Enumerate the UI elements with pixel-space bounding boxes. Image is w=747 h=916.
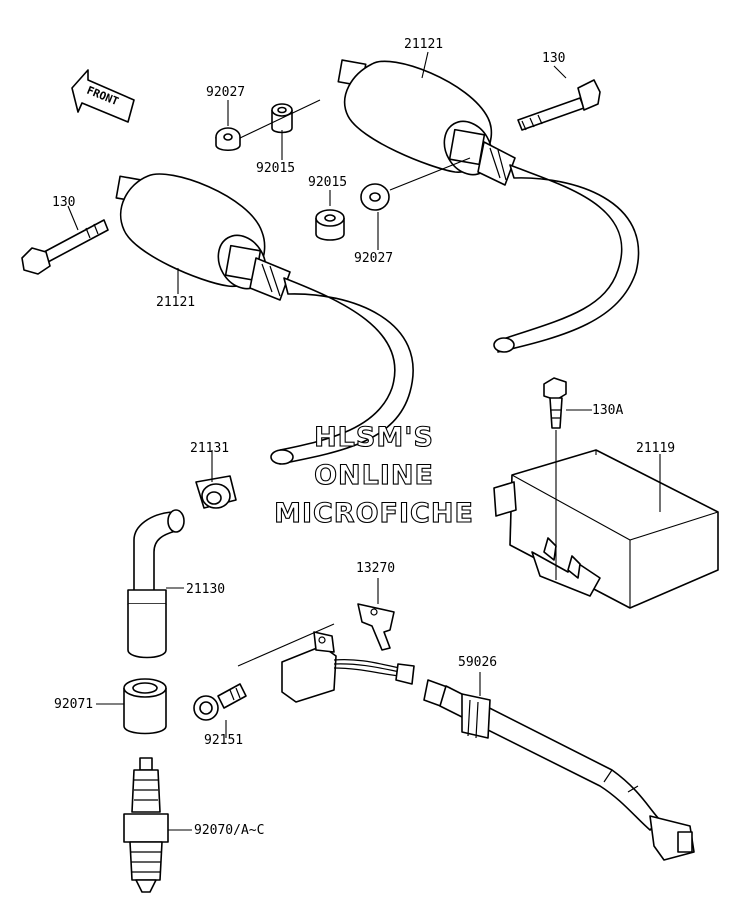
pickup-coil-harness: [281, 631, 695, 861]
bolt-igniter: [543, 377, 567, 580]
front-arrow-icon: FRONT: [71, 69, 135, 123]
label-boot: 92071: [54, 697, 93, 712]
label-cap-ring: 21131: [190, 441, 229, 456]
label-harness-clamp: 59026: [458, 655, 497, 670]
label-coil-lower: 21121: [156, 295, 195, 310]
label-grommet-upper-left: 92027: [206, 85, 245, 100]
pickup-bracket: [357, 603, 395, 651]
ignition-coil-upper: [337, 59, 640, 353]
label-igniter: 21119: [636, 441, 675, 456]
watermark-line-1: HLSM'S: [314, 422, 434, 453]
label-pickup-bolt: 92151: [204, 733, 243, 748]
label-bracket: 13270: [356, 561, 395, 576]
pickup-bolt: [193, 683, 247, 721]
label-plug-cap: 21130: [186, 582, 225, 597]
harness-clamp: [461, 693, 491, 739]
ignition-coil-lower: [115, 173, 414, 465]
igniter-unit: [493, 449, 719, 609]
label-coil-upper: 21121: [404, 37, 443, 52]
bolt-left: [21, 219, 109, 275]
label-spark-plug: 92070/A~C: [194, 823, 264, 838]
label-bolt-left: 130: [52, 195, 75, 210]
label-grommet-mid: 92027: [354, 251, 393, 266]
label-bolt-upper: 130: [542, 51, 565, 66]
watermark-line-3: MICROFICHE: [274, 498, 474, 529]
leader-lines: [67, 51, 661, 831]
spark-plug: [123, 757, 169, 893]
watermark-line-2: ONLINE: [314, 460, 434, 491]
label-collar-upper-left: 92015: [256, 161, 295, 176]
bolt-upper: [517, 79, 601, 131]
label-collar-mid: 92015: [308, 175, 347, 190]
plug-cap-ring: [195, 475, 237, 509]
collar-mid: [315, 209, 345, 241]
grommet-upper-left: [215, 127, 241, 152]
grommet-mid: [360, 183, 390, 211]
spark-plug-cap: [127, 509, 185, 659]
label-bolt-igniter: 130A: [592, 403, 623, 418]
rubber-boot: [123, 678, 167, 735]
watermark: HLSM'S ONLINE MICROFICHE: [274, 421, 474, 529]
